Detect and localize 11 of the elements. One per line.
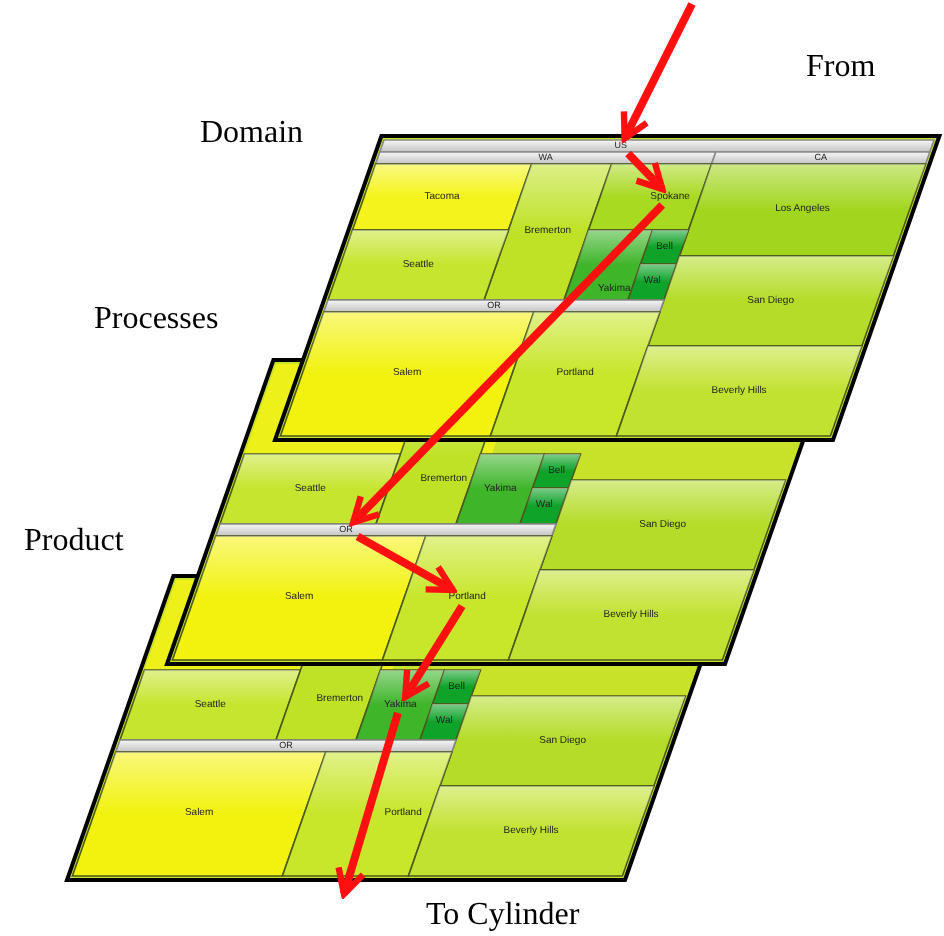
layer-heading: Processes bbox=[94, 300, 219, 340]
arrow bbox=[620, 2, 696, 142]
layer-heading: Product bbox=[24, 522, 124, 562]
text-label: To Cylinder bbox=[426, 896, 580, 936]
arrow bbox=[335, 711, 402, 898]
layer-heading: Domain bbox=[200, 114, 304, 154]
arrow bbox=[350, 202, 666, 526]
text-label: From bbox=[806, 48, 876, 88]
arrow bbox=[401, 603, 466, 701]
arrow bbox=[625, 150, 666, 193]
arrow bbox=[355, 533, 457, 594]
